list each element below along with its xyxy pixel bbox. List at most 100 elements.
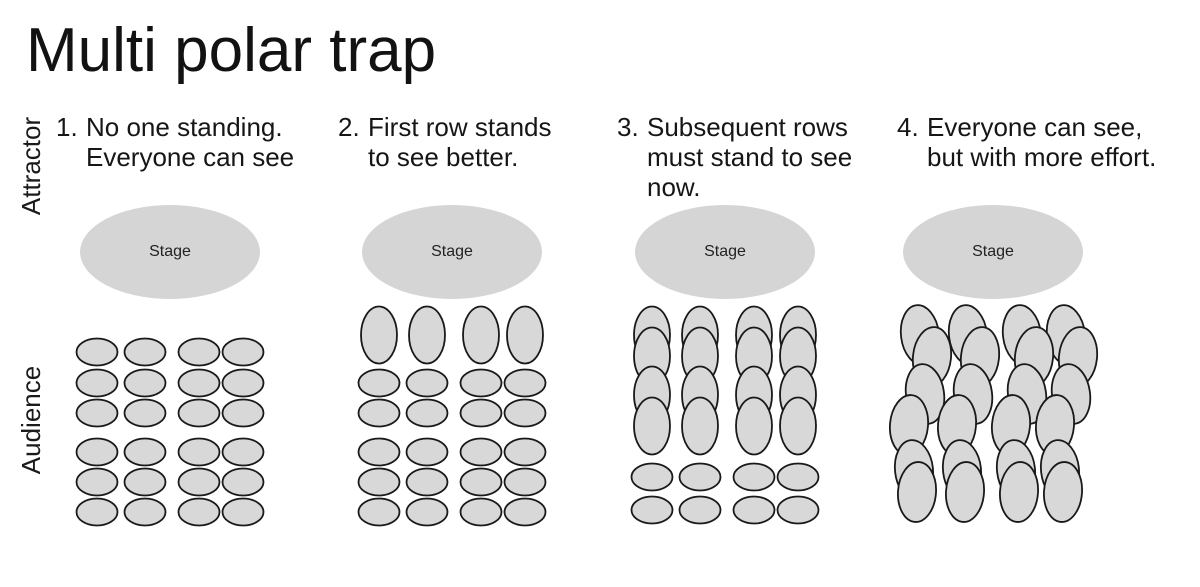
panel-4: 4. Everyone can see,but with more effort.… <box>853 110 1156 570</box>
audience-member-seated <box>405 437 449 467</box>
audience-member-seated <box>503 398 547 428</box>
audience-member-seated <box>123 467 167 497</box>
diagram-title: Multi polar trap <box>26 16 437 85</box>
audience-member-seated <box>678 495 722 525</box>
audience-member-seated <box>357 398 401 428</box>
audience-member-standing <box>506 305 544 365</box>
audience-member-seated <box>75 398 119 428</box>
audience-member-standing <box>1043 461 1083 523</box>
caption-line: Everyone can see <box>86 142 295 172</box>
caption-number: 1. <box>56 112 78 142</box>
caption-line: now. <box>647 172 701 202</box>
audience-member-standing <box>408 305 446 365</box>
stage-label: Stage <box>972 243 1014 260</box>
audience-member-seated <box>75 337 119 367</box>
stage-ellipse: Stage <box>80 205 260 299</box>
audience-member-standing <box>462 305 500 365</box>
audience-member-seated <box>630 462 674 492</box>
caption-line: Subsequent rows <box>647 112 848 142</box>
caption-text: No one standing.Everyone can see <box>86 112 294 172</box>
audience-member-seated <box>776 495 820 525</box>
audience-member-seated <box>459 467 503 497</box>
audience-member-standing <box>945 461 985 523</box>
audience-member-seated <box>177 337 221 367</box>
audience-member-seated <box>357 368 401 398</box>
caption-number: 4. <box>897 112 919 142</box>
audience-member-seated <box>221 497 265 527</box>
audience-member-seated <box>732 495 776 525</box>
stage-label: Stage <box>431 243 473 260</box>
stage-ellipse: Stage <box>362 205 542 299</box>
audience-member-seated <box>75 467 119 497</box>
audience-member-seated <box>177 497 221 527</box>
audience-member-seated <box>459 497 503 527</box>
audience-member-seated <box>503 467 547 497</box>
audience-member-seated <box>177 398 221 428</box>
audience-member-seated <box>405 398 449 428</box>
audience-member-standing <box>999 461 1039 523</box>
audience-member-seated <box>630 495 674 525</box>
audience-member-standing <box>779 396 817 456</box>
panel-caption: 4. Everyone can see,but with more effort. <box>853 112 1156 172</box>
audience-member-seated <box>123 337 167 367</box>
audience-member-seated <box>503 497 547 527</box>
audience-member-seated <box>459 368 503 398</box>
caption-line: to see better. <box>368 142 519 172</box>
audience-member-seated <box>357 497 401 527</box>
audience-member-seated <box>123 368 167 398</box>
audience-member-seated <box>221 368 265 398</box>
audience-member-seated <box>75 437 119 467</box>
caption-line: but with more effort. <box>927 142 1157 172</box>
audience-member-seated <box>75 368 119 398</box>
audience-member-standing <box>360 305 398 365</box>
caption-number: 2. <box>338 112 360 142</box>
audience-member-seated <box>123 497 167 527</box>
caption-line: Everyone can see, <box>927 112 1143 142</box>
audience-member-seated <box>123 437 167 467</box>
caption-line: No one standing. <box>86 112 283 142</box>
stage-label: Stage <box>149 243 191 260</box>
audience-member-standing <box>735 396 773 456</box>
audience-member-standing <box>681 396 719 456</box>
audience-grid <box>630 305 820 525</box>
audience-member-seated <box>678 462 722 492</box>
audience-grid <box>75 337 265 527</box>
caption-line: First row stands <box>368 112 552 142</box>
audience-member-seated <box>123 398 167 428</box>
audience-member-seated <box>459 398 503 428</box>
audience-member-seated <box>177 368 221 398</box>
caption-number: 3. <box>617 112 639 142</box>
audience-member-seated <box>732 462 776 492</box>
audience-member-seated <box>221 337 265 367</box>
caption-line: must stand to see <box>647 142 853 172</box>
audience-member-standing <box>633 396 671 456</box>
audience-grid <box>357 305 547 527</box>
caption-text: Everyone can see,but with more effort. <box>927 112 1156 172</box>
audience-member-standing <box>897 461 937 523</box>
audience-member-seated <box>221 437 265 467</box>
stage-ellipse: Stage <box>903 205 1083 299</box>
audience-member-seated <box>221 467 265 497</box>
audience-member-seated <box>357 437 401 467</box>
audience-member-seated <box>503 368 547 398</box>
stage-label: Stage <box>704 243 746 260</box>
audience-member-seated <box>405 497 449 527</box>
audience-member-seated <box>459 437 503 467</box>
panel-caption: 1. No one standing.Everyone can see <box>30 112 310 172</box>
audience-member-seated <box>405 467 449 497</box>
audience-member-seated <box>221 398 265 428</box>
audience-member-seated <box>357 467 401 497</box>
audience-member-seated <box>405 368 449 398</box>
audience-member-seated <box>503 437 547 467</box>
audience-grid <box>888 304 1099 523</box>
audience-member-seated <box>75 497 119 527</box>
audience-member-seated <box>776 462 820 492</box>
audience-member-seated <box>177 467 221 497</box>
